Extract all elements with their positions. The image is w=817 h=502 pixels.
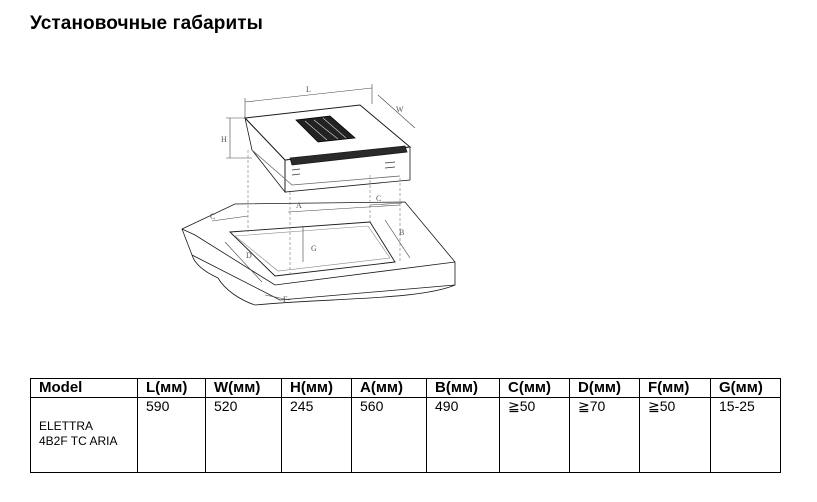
- dim-label-B: B: [399, 228, 404, 237]
- countertop-top-edge: [181, 228, 456, 286]
- cell-c: ≧50: [499, 397, 570, 473]
- page-title: Установочные габариты: [30, 13, 263, 34]
- cell-f: ≧50: [639, 397, 711, 473]
- dim-label-G: G: [311, 244, 317, 253]
- dimensions-table: Model L(мм) W(мм) H(мм) A(мм) B(мм) C(мм…: [30, 378, 781, 473]
- installation-dimensions-diagram: L W H A B C C D F G: [181, 84, 456, 306]
- control-strip: [289, 145, 408, 166]
- header-b: B(мм): [426, 378, 500, 398]
- header-g: G(мм): [710, 378, 781, 398]
- dim-label-D: D: [246, 251, 252, 260]
- countertop-front-edge: [191, 254, 456, 301]
- dim-label-C-left: C: [210, 212, 215, 221]
- countertop-outline: [181, 201, 456, 306]
- cell-h: 245: [281, 397, 352, 473]
- table-row: ELETTRA 4B2F TC ARIA 590 520 245 560 490…: [30, 397, 781, 473]
- dim-label-C-right: C: [376, 194, 381, 203]
- dim-label-A: A: [296, 201, 302, 210]
- cell-a: 560: [351, 397, 427, 473]
- dim-label-F: F: [283, 295, 288, 304]
- cell-b: 490: [426, 397, 500, 473]
- header-f: F(мм): [639, 378, 711, 398]
- dim-label-L: L: [306, 85, 311, 94]
- hob-left-side: [244, 116, 286, 194]
- dim-label-H: H: [221, 135, 227, 144]
- table-header-row: Model L(мм) W(мм) H(мм) A(мм) B(мм) C(мм…: [30, 378, 781, 398]
- dim-label-W: W: [396, 105, 404, 114]
- header-d: D(мм): [569, 378, 640, 398]
- cell-d: ≧70: [569, 397, 640, 473]
- cutout-opening: [228, 221, 396, 277]
- header-a: A(мм): [351, 378, 427, 398]
- cell-w: 520: [205, 397, 282, 473]
- cell-g: 15-25: [710, 397, 781, 473]
- cell-l: 590: [137, 397, 206, 473]
- model-name-line1: ELETTRA: [39, 419, 94, 433]
- model-name-line2: 4B2F TC ARIA: [39, 434, 118, 448]
- header-h: H(мм): [281, 378, 352, 398]
- cell-model: ELETTRA 4B2F TC ARIA: [30, 397, 138, 473]
- header-c: C(мм): [499, 378, 570, 398]
- header-l: L(мм): [137, 378, 206, 398]
- cutout-inner-edge: [234, 225, 391, 272]
- header-model: Model: [30, 378, 138, 398]
- hob-underside: [251, 149, 401, 186]
- header-w: W(мм): [205, 378, 282, 398]
